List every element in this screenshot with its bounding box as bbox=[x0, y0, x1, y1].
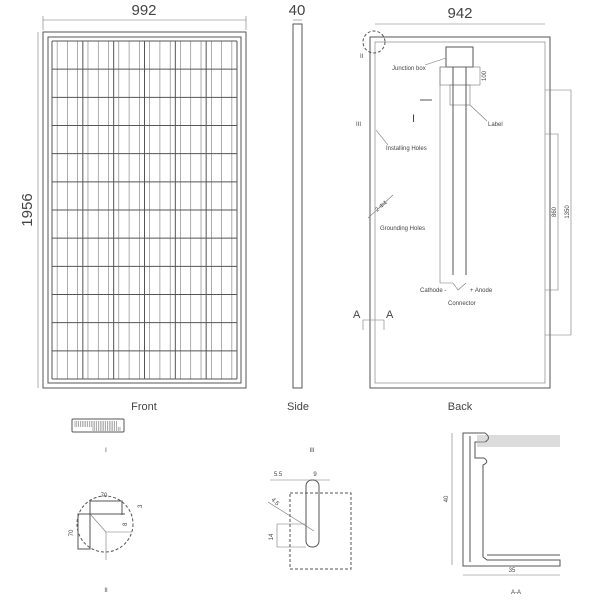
detail-i-caption: I bbox=[105, 448, 107, 454]
label-callout: Label bbox=[488, 122, 503, 128]
side-caption: Side bbox=[287, 401, 309, 413]
detail-iii-caption: III bbox=[309, 448, 314, 454]
section-a-right: A bbox=[386, 309, 394, 321]
cathode-label: Cathode - bbox=[420, 288, 446, 294]
detail-ii-width: 70 bbox=[101, 493, 108, 499]
detail-iii-hole: III 5.5 9 4.5 14 bbox=[267, 448, 352, 570]
detail-iii-dim-5-5: 5.5 bbox=[274, 472, 283, 478]
grounding-dim: 2-Φ4 bbox=[374, 200, 389, 214]
front-view: 992 1956 Front bbox=[19, 2, 247, 413]
cell-grid bbox=[51, 40, 238, 380]
front-caption: Front bbox=[131, 401, 157, 413]
marker-i: I bbox=[412, 113, 415, 125]
marker-ii: II bbox=[360, 54, 364, 60]
junction-box-label: Junction box bbox=[392, 66, 426, 72]
section-aa: 40 35 A-A bbox=[444, 432, 561, 596]
section-aa-height: 40 bbox=[444, 495, 450, 502]
detail-iii-dim-9: 9 bbox=[313, 472, 317, 478]
junction-box bbox=[445, 46, 474, 68]
front-height-dim: 1956 bbox=[19, 193, 36, 226]
back-view: 942 100 Junction box Label Installing Ho… bbox=[353, 5, 572, 413]
detail-ii-caption: II bbox=[104, 588, 108, 594]
marker-iii: III bbox=[356, 122, 361, 128]
connector-label: Connector bbox=[448, 301, 476, 307]
side-thickness-dim: 40 bbox=[289, 2, 306, 19]
back-caption: Back bbox=[448, 401, 473, 413]
side-view: 40 Side bbox=[287, 2, 309, 413]
detail-i-label-plate: I bbox=[71, 418, 125, 454]
section-aa-width: 35 bbox=[509, 568, 516, 574]
dim-860: 860 bbox=[552, 206, 558, 217]
installing-holes-label: Installing Holes bbox=[386, 146, 427, 152]
detail-iii-dim-4-5: 4.5 bbox=[270, 497, 281, 508]
detail-ii-corner: 70 70 3 8 II bbox=[69, 493, 144, 594]
box-dim: 100 bbox=[482, 70, 488, 81]
detail-ii-height: 70 bbox=[69, 529, 75, 536]
back-width-dim: 942 bbox=[447, 5, 472, 22]
section-a-left: A bbox=[353, 309, 361, 321]
label-area bbox=[449, 84, 471, 106]
front-width-dim: 992 bbox=[131, 2, 156, 19]
detail-ii-dim-3: 3 bbox=[138, 504, 144, 508]
detail-ii-dim-8: 8 bbox=[123, 522, 129, 526]
section-aa-caption: A-A bbox=[511, 590, 521, 596]
detail-iii-dim-14: 14 bbox=[269, 533, 275, 540]
grounding-holes-label: Grounding Holes bbox=[380, 226, 425, 232]
anode-label: + Anode bbox=[470, 288, 493, 294]
dim-1350: 1350 bbox=[565, 205, 571, 219]
